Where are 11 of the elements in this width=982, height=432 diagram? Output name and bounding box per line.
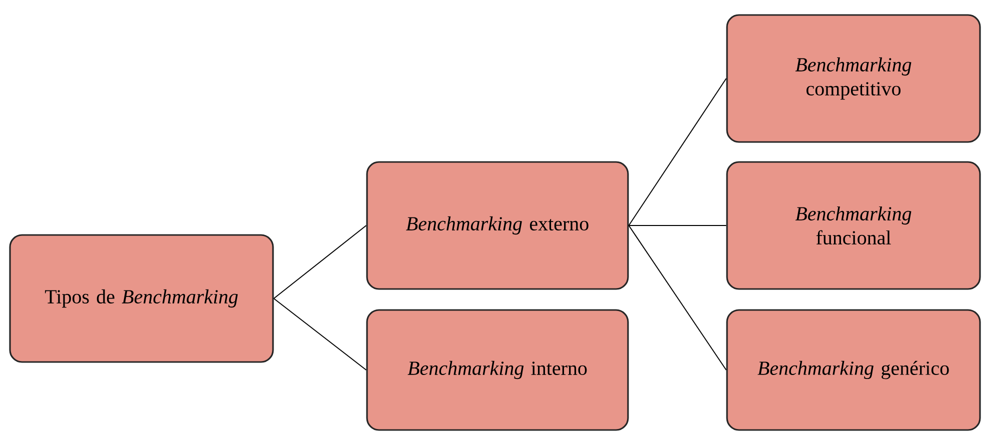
connector-line xyxy=(628,225,727,226)
connector-line xyxy=(628,78,727,226)
connector-line xyxy=(273,225,367,299)
box: Benchmarking funcional xyxy=(726,161,981,290)
box: Benchmarking interno xyxy=(366,309,629,431)
connector-line xyxy=(628,225,727,370)
connector-line xyxy=(273,298,367,370)
box: Tipos de Benchmarking xyxy=(9,234,274,363)
box: Benchmarking competitivo xyxy=(726,14,981,143)
box: Benchmarking externo xyxy=(366,161,629,290)
box: Benchmarking genérico xyxy=(726,309,981,431)
